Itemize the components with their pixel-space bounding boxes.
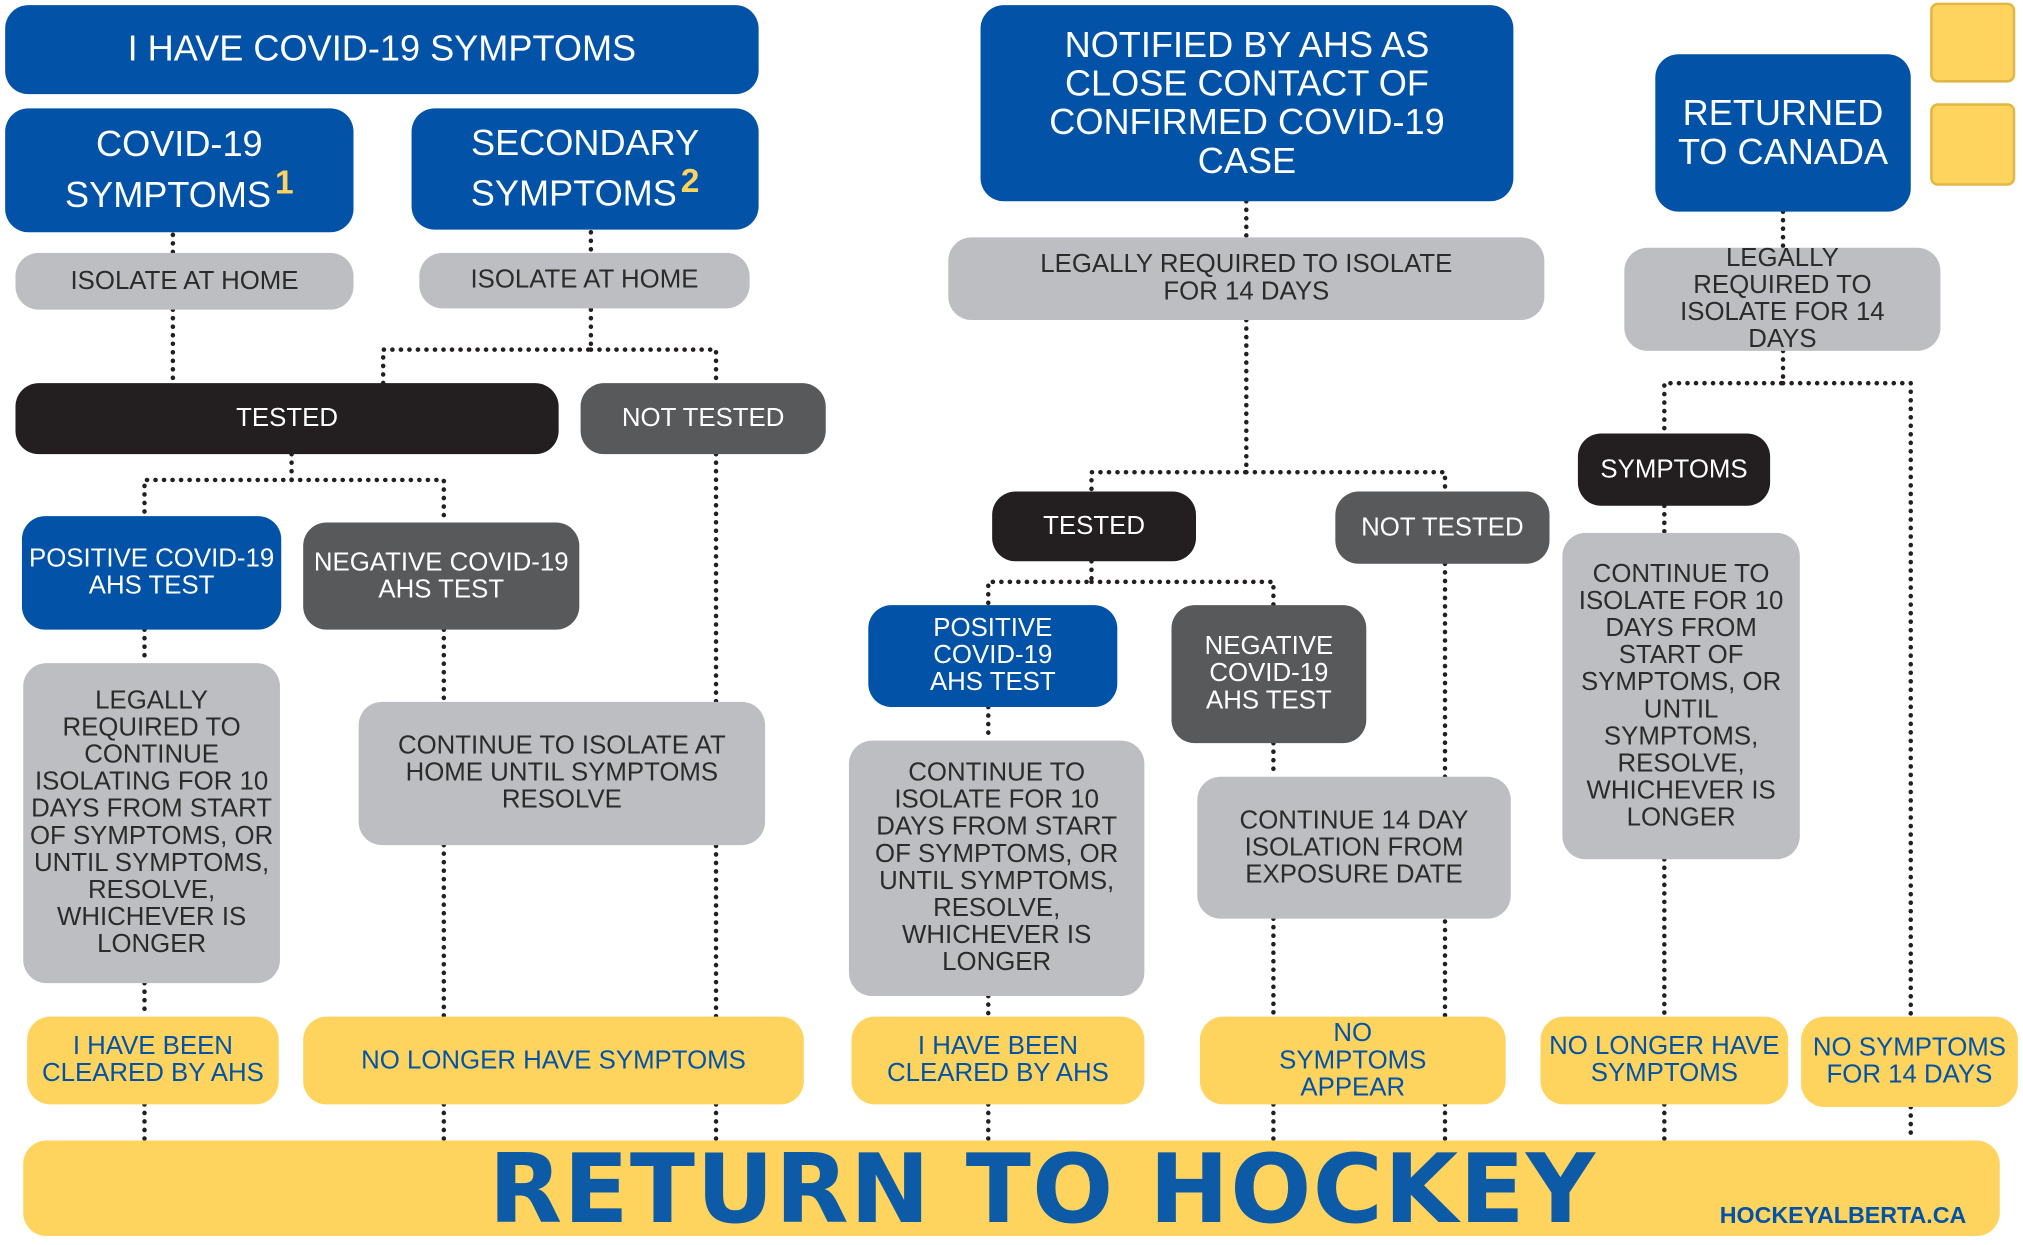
legally-required-14-days-box: LEGALLY REQUIRED TO ISOLATE FOR 14 DAYS [948,237,1545,320]
connector [380,307,594,386]
website-link[interactable]: HOCKEYALBERTA.CA [1719,1202,1967,1229]
banner-title: RETURN TO HOCKEY [488,1134,1597,1245]
negative-test-box: NEGATIVE COVID-19 AHS TEST [303,522,580,630]
cleared-by-ahs-box: I HAVE BEEN CLEARED BY AHS [851,1016,1145,1105]
connector [1089,579,1276,608]
map-decoration [1930,2,2016,83]
no-longer-symptoms-box: NO LONGER HAVE SYMPTOMS [1540,1016,1789,1105]
isolate-at-home-right: ISOLATE AT HOME [419,252,750,309]
connector [142,451,294,519]
returned-to-canada-header: RETURNED TO CANADA [1655,54,1911,212]
return-to-hockey-banner: RETURN TO HOCKEY HOCKEYALBERTA.CA [23,1140,2000,1237]
map-decoration [1930,103,2016,186]
connector [1780,380,1914,1019]
not-tested-box: NOT TESTED [1335,491,1550,564]
positive-test-box: POSITIVE COVID-19 AHS TEST [21,516,282,630]
legally-required-14-days-box: LEGALLY REQUIRED TO ISOLATE FOR 14 DAYS [1624,244,1941,353]
connector [588,347,719,386]
no-longer-symptoms-box: NO LONGER HAVE SYMPTOMS [303,1016,804,1105]
tested-box: TESTED [15,383,559,455]
not-tested-box: NOT TESTED [580,383,826,455]
footnote-marker: 1 [274,162,294,202]
continue-isolate-10-days-box: CONTINUE TO ISOLATE FOR 10 DAYS FROM STA… [1562,532,1800,860]
legally-required-isolation-box: LEGALLY REQUIRED TO CONTINUE ISOLATING F… [23,663,280,984]
no-symptoms-appear-box: NO SYMPTOMS APPEAR [1199,1016,1506,1105]
symptoms-header: I HAVE COVID-19 SYMPTOMS [5,5,759,95]
tested-box: TESTED [992,491,1196,562]
continue-isolate-box: CONTINUE TO ISOLATE AT HOME UNTIL SYMPTO… [358,701,766,846]
connector [1662,348,1786,436]
connector [1244,469,1448,494]
negative-test-box: NEGATIVE COVID-19 AHS TEST [1171,605,1367,744]
continue-isolate-10-days-box: CONTINUE TO ISOLATE FOR 10 DAYS FROM STA… [848,740,1145,997]
cleared-by-ahs-box: I HAVE BEEN CLEARED BY AHS [27,1016,279,1105]
continue-14-day-isolation-box: CONTINUE 14 DAY ISOLATION FROM EXPOSURE … [1197,776,1511,919]
symptoms-box: SYMPTOMS [1577,433,1771,506]
connector [1089,317,1249,494]
connector [986,558,1094,608]
positive-test-box: POSITIVE COVID-19 AHS TEST [868,605,1118,708]
no-symptoms-14-days-box: NO SYMPTOMS FOR 14 DAYS [1801,1016,2018,1107]
isolate-at-home-left: ISOLATE AT HOME [15,252,354,310]
connector [289,477,447,525]
footnote-marker: 2 [680,161,700,201]
close-contact-header: NOTIFIED BY AHS AS CLOSE CONTACT OF CONF… [980,5,1514,202]
